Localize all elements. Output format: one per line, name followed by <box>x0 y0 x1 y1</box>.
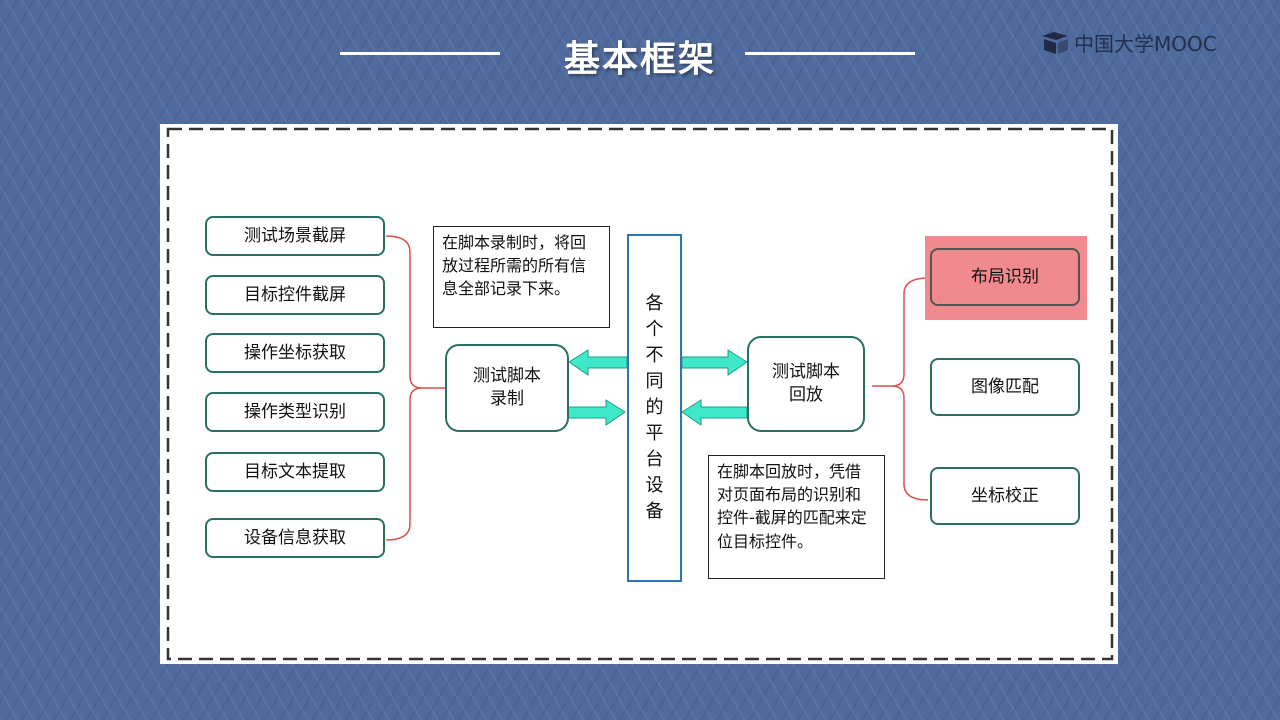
left-item-1: 测试场景截屏 <box>205 216 385 256</box>
platform-char: 设 <box>645 475 664 497</box>
record-node: 测试脚本 录制 <box>445 344 569 432</box>
right-item-image-match: 图像匹配 <box>930 358 1080 416</box>
record-node-line-1: 测试脚本 <box>473 366 541 387</box>
mooc-logo-icon <box>1042 31 1068 54</box>
logo-text: 中国大学MOOC <box>1074 32 1217 56</box>
record-node-line-2: 录制 <box>490 389 524 409</box>
platform-char: 备 <box>645 501 664 523</box>
left-item-2: 目标控件截屏 <box>205 275 385 315</box>
platform-char: 不 <box>645 344 664 366</box>
left-item-5: 目标文本提取 <box>205 452 385 492</box>
title-line-right <box>745 52 915 55</box>
title-line-left <box>340 52 500 55</box>
right-item-layout: 布局识别 <box>930 248 1080 306</box>
diagram-panel: 测试场景截屏 目标控件截屏 操作坐标获取 操作类型识别 目标文本提取 设备信息获… <box>160 124 1118 664</box>
page-title: 基本框架 <box>563 38 716 80</box>
platform-char: 平 <box>645 423 664 445</box>
platform-char: 个 <box>645 318 664 340</box>
left-item-3: 操作坐标获取 <box>205 333 385 373</box>
left-item-6: 设备信息获取 <box>205 518 385 558</box>
playback-node: 测试脚本 回放 <box>747 336 865 432</box>
diagram-connectors <box>166 127 1114 661</box>
platform-char: 各 <box>645 292 664 314</box>
platform-char: 的 <box>645 396 664 418</box>
left-item-4: 操作类型识别 <box>205 392 385 432</box>
mooc-logo: 中国大学MOOC <box>1040 28 1217 57</box>
playback-note: 在脚本回放时，凭借对页面布局的识别和控件-截屏的匹配来定位目标控件。 <box>708 455 885 579</box>
platform-char: 同 <box>645 370 664 392</box>
platform-column: 各 个 不 同 的 平 台 设 备 <box>627 234 682 582</box>
platform-char: 台 <box>645 449 664 471</box>
playback-node-line-1: 测试脚本 <box>772 362 840 383</box>
right-item-coord: 坐标校正 <box>930 467 1080 525</box>
playback-node-line-2: 回放 <box>789 385 823 405</box>
record-note: 在脚本录制时，将回放过程所需的所有信息全部记录下来。 <box>433 226 610 328</box>
